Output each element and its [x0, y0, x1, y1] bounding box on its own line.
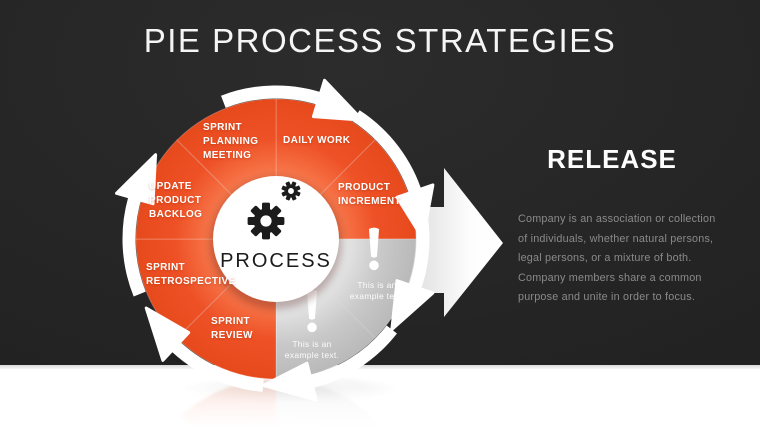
label-update-product-backlog: UPDATE PRODUCT BACKLOG — [149, 181, 203, 220]
label-sprint-planning-meeting: SPRINT PLANNING MEETING — [203, 122, 259, 161]
floor — [0, 365, 760, 428]
label-example-text-bottom: This is an example text. — [284, 339, 340, 360]
label-sprint-retrospective: SPRINT RETROSPECTIVE — [146, 262, 236, 287]
label-product-increment: PRODUCT INCREMENT — [338, 182, 402, 207]
center-circle — [213, 176, 339, 302]
page-title: PIE PROCESS STRATEGIES — [143, 22, 617, 59]
label-example-text-right: This is an example text. — [349, 280, 405, 301]
label-sprint-review: SPRINT REVIEW — [211, 316, 253, 341]
label-daily-work: DAILY WORK — [283, 135, 351, 146]
release-heading: RELEASE — [547, 144, 677, 174]
reflection-fade — [0, 365, 760, 428]
release-body-text: Company is an association or collection … — [518, 213, 716, 303]
process-center-label: PROCESS — [220, 250, 332, 272]
